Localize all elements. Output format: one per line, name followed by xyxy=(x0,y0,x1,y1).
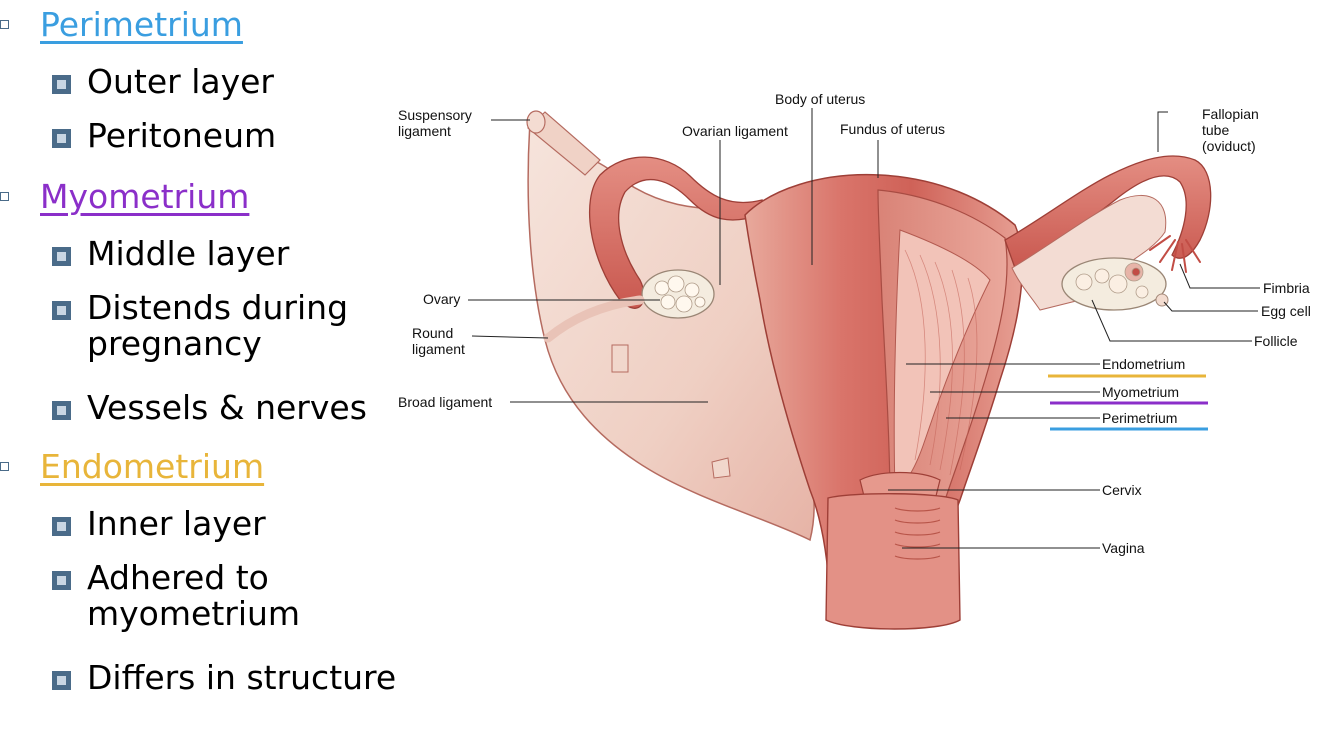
label-fallopian-tube: Fallopian tube (oviduct) xyxy=(1202,106,1282,154)
ligament-stub-lower xyxy=(712,458,730,478)
label-fundus-of-uterus: Fundus of uterus xyxy=(840,121,945,137)
label-myometrium: Myometrium xyxy=(1102,384,1179,400)
suspensory-ligament-end xyxy=(527,111,545,133)
label-fimbria: Fimbria xyxy=(1263,280,1310,296)
label-egg-cell: Egg cell xyxy=(1261,303,1311,319)
label-round-ligament: Round ligament xyxy=(412,325,474,357)
label-suspensory-ligament: Suspensory ligament xyxy=(398,107,493,139)
vagina xyxy=(826,494,960,629)
label-cervix: Cervix xyxy=(1102,482,1142,498)
round-ligament-stub xyxy=(612,345,628,372)
label-body-of-uterus: Body of uterus xyxy=(775,91,865,107)
label-endometrium: Endometrium xyxy=(1102,356,1185,372)
label-follicle: Follicle xyxy=(1254,333,1298,349)
label-ovarian-ligament: Ovarian ligament xyxy=(682,123,788,139)
label-vagina: Vagina xyxy=(1102,540,1145,556)
label-broad-ligament: Broad ligament xyxy=(398,394,492,410)
label-perimetrium: Perimetrium xyxy=(1102,410,1177,426)
label-ovary: Ovary xyxy=(423,291,460,307)
